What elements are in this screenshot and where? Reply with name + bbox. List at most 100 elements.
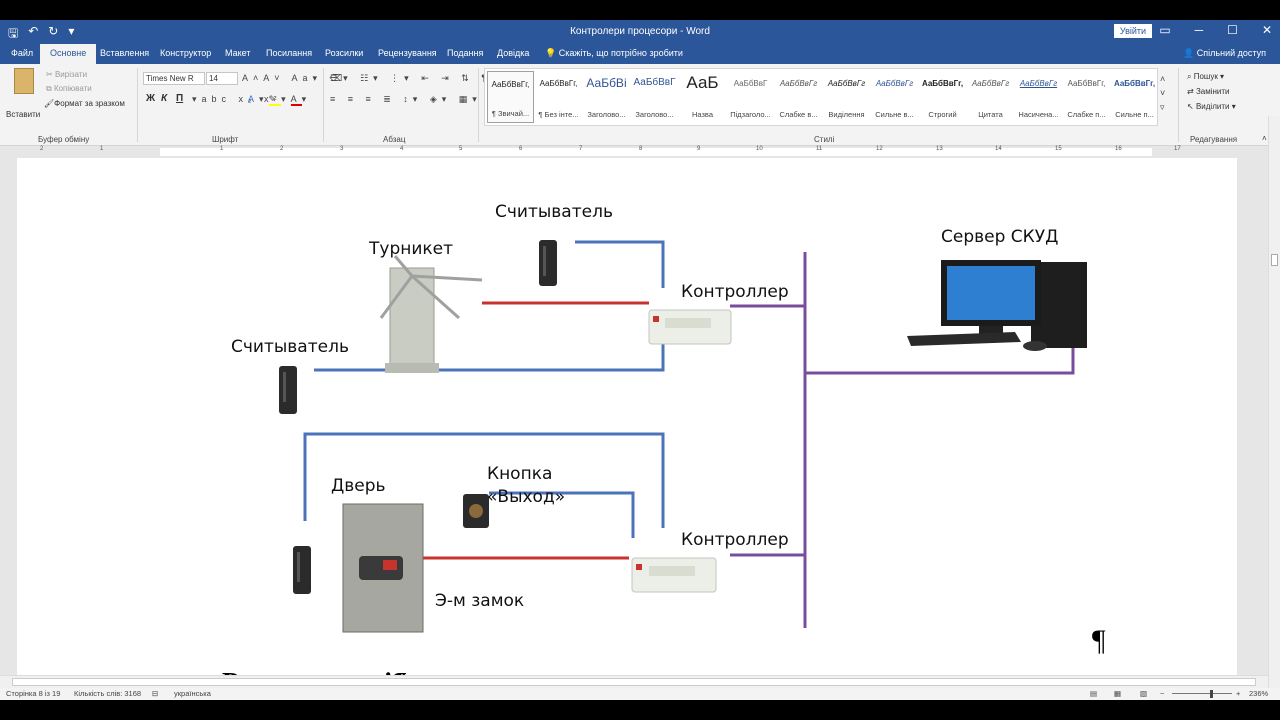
collapse-ribbon-icon[interactable]: ˄	[1262, 134, 1267, 143]
zoom-slider[interactable]	[1172, 693, 1232, 694]
horizontal-scrollbar[interactable]	[0, 675, 1268, 688]
tab-file[interactable]: Файл	[11, 48, 34, 58]
ruler-number: 4	[400, 146, 404, 152]
group-divider	[1178, 68, 1179, 142]
zoom-slider-thumb[interactable]	[1210, 690, 1213, 698]
ruler-number: 7	[579, 146, 583, 152]
ruler-number: 1	[220, 146, 224, 152]
font-name-combo[interactable]: Times New R	[143, 72, 205, 85]
cut-button[interactable]: ✂ Вирізати	[46, 70, 88, 79]
save-icon[interactable]: 🖫	[8, 26, 19, 40]
highlight-icon[interactable]: ✎	[268, 94, 282, 106]
find-button[interactable]: ⌕ Пошук ▾	[1187, 72, 1225, 81]
ribbon-display-icon[interactable]: ▭	[1159, 23, 1171, 37]
ruler-text-area	[160, 148, 1152, 156]
paste-icon[interactable]	[14, 68, 34, 94]
zoom-out-icon[interactable]: −	[1160, 689, 1165, 698]
paste-button[interactable]: Вставити	[6, 110, 41, 119]
font-effects-row[interactable]: ▾abc x₂ x²	[192, 94, 282, 104]
ruler-number: 3	[340, 146, 344, 152]
person-icon: 👤	[1183, 48, 1197, 58]
tab-insert[interactable]: Вставлення	[100, 48, 150, 58]
signin-button[interactable]: Увійти	[1114, 24, 1152, 38]
align-buttons[interactable]: ≡ ≡ ≡ ≣ ↕▾ ◈▾ ▦▾	[330, 94, 482, 104]
page-count[interactable]: Сторінка 8 із 19	[6, 689, 61, 698]
lightbulb-icon: 💡	[545, 48, 559, 58]
reader-left-cable	[314, 323, 665, 372]
controller-top-label: Контроллер	[681, 282, 789, 302]
redo-icon[interactable]: ↻	[48, 24, 59, 38]
underline-button[interactable]: П	[176, 93, 184, 104]
maximize-icon[interactable]: ☐	[1227, 23, 1238, 37]
italic-button[interactable]: К	[161, 93, 168, 104]
paragraph-group-label: Абзац	[383, 135, 406, 144]
font-size-controls[interactable]: A˄A˅ Aa▾ ⌫	[242, 73, 348, 83]
ruler-number: 9	[697, 146, 701, 152]
scroll-thumb[interactable]	[1271, 254, 1278, 266]
font-size-combo[interactable]: 14	[206, 72, 238, 85]
format-painter-button[interactable]: 🖌Формат за зразком	[44, 99, 125, 108]
lock-label: Э-м замок	[435, 591, 524, 611]
replace-button[interactable]: ⇄ Замінити	[1187, 87, 1230, 96]
web-layout-icon[interactable]: ▧	[1140, 689, 1148, 698]
tab-view[interactable]: Подання	[447, 48, 484, 58]
tab-help[interactable]: Довідка	[497, 48, 530, 58]
language-indicator[interactable]: українська	[174, 689, 211, 698]
tab-references[interactable]: Посилання	[266, 48, 313, 58]
tab-review[interactable]: Рецензування	[378, 48, 437, 58]
text-effects-icon[interactable]: A	[248, 94, 260, 104]
style-subtle-reference[interactable]: АаБбВвГг,Слабке п...	[1067, 79, 1106, 119]
door-reader-cable	[303, 432, 665, 528]
tell-me-search[interactable]: 💡 Скажіть, що потрібно зробити	[545, 48, 683, 58]
minimize-icon[interactable]: ─	[1194, 23, 1204, 37]
bold-button[interactable]: Ж	[146, 93, 156, 104]
read-mode-icon[interactable]: ▤	[1090, 689, 1098, 698]
list-buttons[interactable]: ☰▾ ☷▾ ⋮▾ ⇤ ⇥ ⇅ ¶	[330, 73, 492, 83]
share-button[interactable]: 👤 Спільний доступ	[1183, 48, 1266, 58]
close-icon[interactable]: ✕	[1261, 23, 1272, 37]
copy-button[interactable]: ⧉ Копіювати	[46, 84, 92, 93]
select-button[interactable]: ↖ Виділити ▾	[1187, 102, 1236, 111]
magnifier-icon: ⌕	[1187, 72, 1194, 81]
document-page[interactable]: Считыватель Турникет Считыватель Контрол…	[17, 158, 1237, 699]
document-area: Считыватель Турникет Считыватель Контрол…	[0, 158, 1268, 699]
vertical-scrollbar[interactable]	[1268, 116, 1280, 688]
customize-qat-icon[interactable]: ▾	[68, 24, 75, 38]
ruler-number: 2	[280, 146, 284, 152]
scroll-thumb[interactable]	[12, 678, 1256, 686]
styles-scroll-controls[interactable]: ˄˅▿	[1160, 74, 1166, 112]
font-color-icon[interactable]: A	[290, 94, 302, 106]
print-layout-icon[interactable]: ▦	[1114, 689, 1122, 698]
word-count[interactable]: Кількість слів: 3168	[74, 689, 142, 698]
proofing-icon[interactable]: ⊟	[152, 689, 159, 698]
ruler-number: 13	[936, 146, 943, 152]
editing-group-label: Редагування	[1190, 135, 1238, 144]
tab-mailings[interactable]: Розсилки	[325, 48, 364, 58]
tab-design[interactable]: Конструктор	[160, 48, 212, 58]
tab-home[interactable]: Основне	[40, 44, 97, 64]
ruler-number: 11	[816, 146, 823, 152]
horizontal-ruler[interactable]: 1 2 1 2 3 4 5 6 7 8 9 10 11 12 13 14 15 …	[0, 146, 1268, 158]
undo-icon[interactable]: ↶	[28, 24, 39, 38]
ruler-number: 12	[876, 146, 883, 152]
zoom-level[interactable]: 236%	[1249, 689, 1269, 698]
style-no-spacing[interactable]: АаБбВвГг,¶ Без інте...	[538, 79, 579, 119]
exit-button-label: Кнопка	[487, 464, 552, 484]
cursor-icon: ↖	[1187, 102, 1196, 111]
style-intense-reference[interactable]: АаБбВвГг,Сильне п...	[1113, 79, 1156, 119]
style-strong[interactable]: АаБбВвГг,Строгий	[921, 79, 964, 119]
zoom-in-icon[interactable]: +	[1236, 689, 1241, 698]
tab-layout[interactable]: Макет	[225, 48, 251, 58]
styles-group-label: Стилі	[814, 135, 835, 144]
style-normal[interactable]: АаБбВвГг,¶ Звичай...	[487, 71, 534, 123]
font-color-row[interactable]: A▾✎▾A▾	[248, 94, 312, 106]
